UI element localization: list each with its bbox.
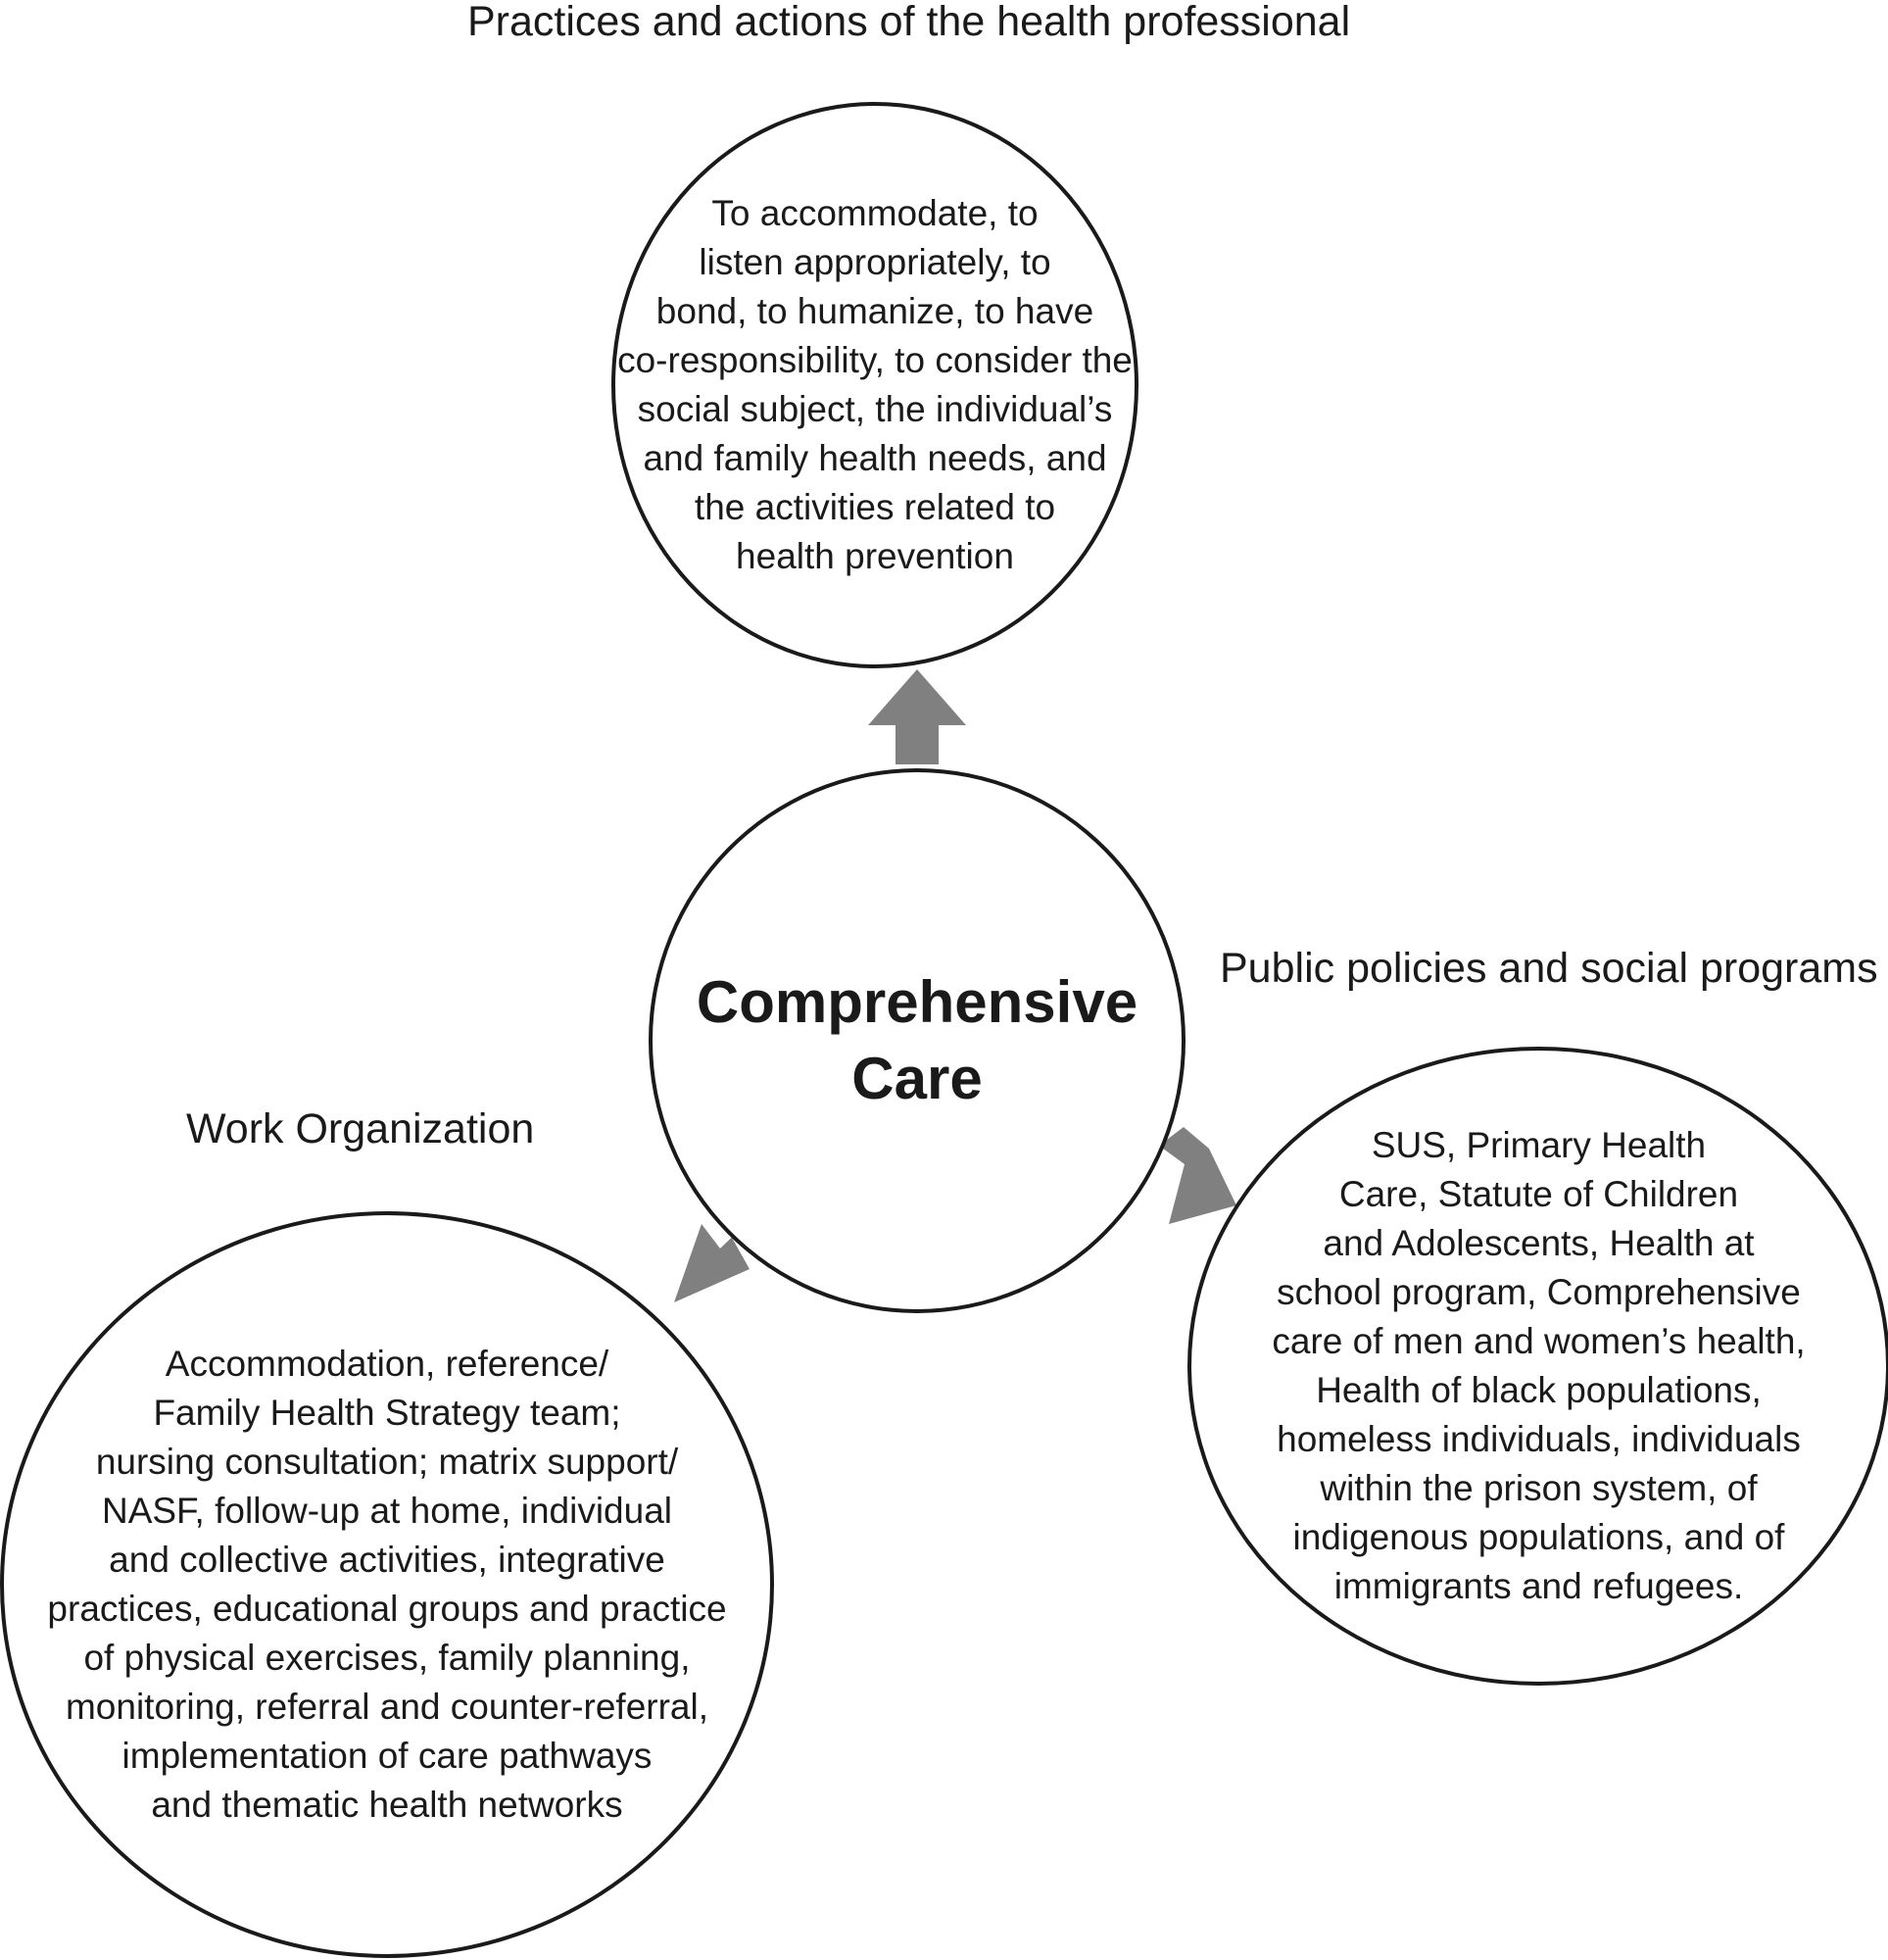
practices-text: To accommodate, to listen appropriately,… xyxy=(617,193,1133,576)
public-policies-text: SUS, Primary Health Care, Statute of Chi… xyxy=(1272,1125,1806,1606)
arrow-down-left xyxy=(674,1223,750,1302)
circle-practices: To accommodate, to listen appropriately,… xyxy=(611,102,1138,668)
arrow-up xyxy=(868,669,966,764)
circle-comprehensive-care: Comprehensive Care xyxy=(649,768,1186,1313)
arrow-down-right xyxy=(1159,1127,1236,1224)
comprehensive-care-title: Comprehensive Care xyxy=(696,969,1138,1111)
work-organization-text: Accommodation, reference/ Family Health … xyxy=(47,1344,727,1825)
circle-public-policies: SUS, Primary Health Care, Statute of Chi… xyxy=(1187,1047,1888,1686)
heading-work-organization: Work Organization xyxy=(186,1105,535,1152)
circle-work-organization: Accommodation, reference/ Family Health … xyxy=(0,1211,774,1958)
heading-practices: Practices and actions of the health prof… xyxy=(467,0,1351,45)
heading-public-policies: Public policies and social programs xyxy=(1220,945,1878,992)
